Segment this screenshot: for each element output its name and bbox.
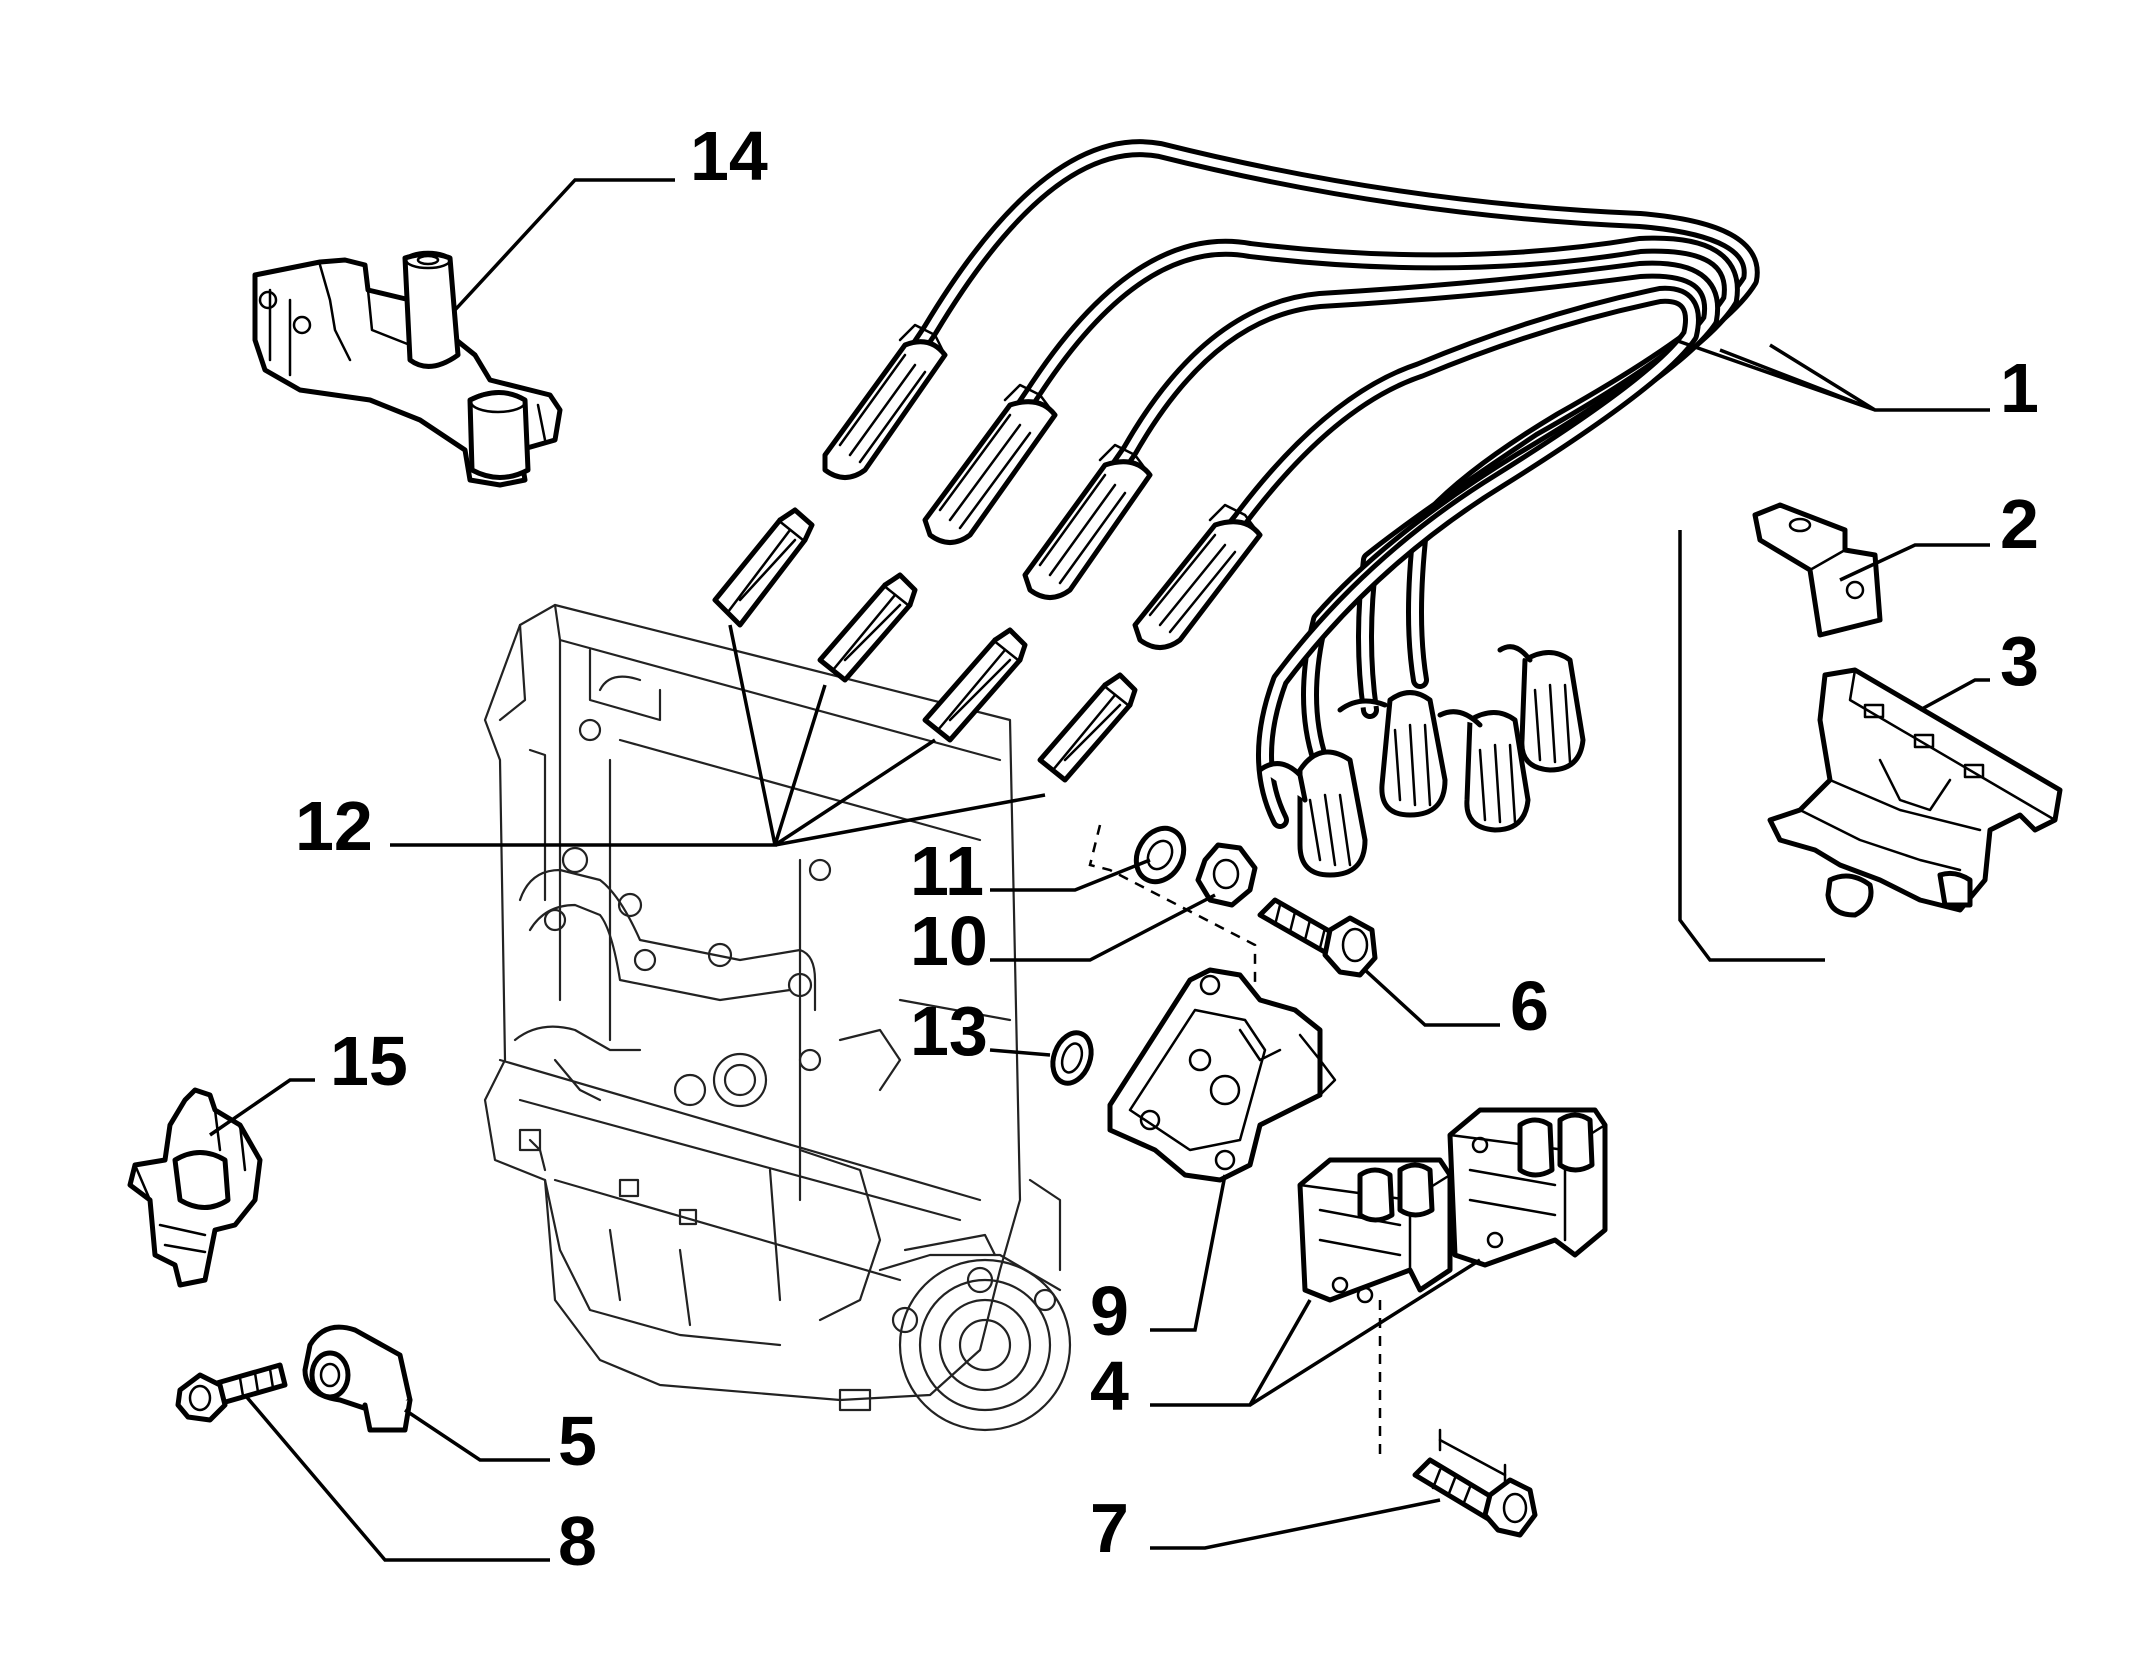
part-1-ignition-wires [822, 139, 1760, 878]
callout-12: 12 [295, 787, 373, 865]
callout-6: 6 [1510, 967, 1549, 1045]
callout-10: 10 [910, 902, 988, 980]
leader-lines [209, 178, 1990, 1562]
spark-plug-4 [1037, 672, 1138, 783]
wire-boot-a [822, 323, 948, 480]
callout-3: 3 [2000, 622, 2039, 700]
spark-plug-3 [922, 627, 1028, 743]
part-9-mounting-plate [1107, 967, 1337, 1183]
part-6-bolt [1257, 897, 1378, 978]
callout-13: 13 [910, 992, 988, 1070]
callout-5: 5 [558, 1402, 597, 1480]
part-8-bolt [175, 1362, 288, 1423]
wire-coil-boots [1257, 644, 1586, 878]
wire-boot-b [922, 383, 1058, 545]
callout-9: 9 [1090, 1272, 1129, 1350]
part-12-spark-plugs [712, 507, 1138, 783]
part-7-screw [1412, 1428, 1538, 1538]
part-10-nut [1195, 842, 1258, 908]
callout-8: 8 [558, 1502, 597, 1580]
callout-15: 15 [330, 1022, 408, 1100]
callout-1: 1 [2000, 349, 2039, 427]
part-11-washer [1133, 825, 1187, 885]
callout-14: 14 [690, 117, 768, 195]
part-3-coil-bracket [1767, 667, 2063, 918]
part-4-ignition-coils [1297, 1107, 1608, 1304]
callout-11: 11 [910, 832, 984, 910]
ignition-coil-front [1297, 1157, 1453, 1304]
callout-7: 7 [1090, 1489, 1129, 1567]
part-15-clip [127, 1087, 263, 1288]
part-2-bracket [1752, 502, 1883, 638]
part-13-ring [1050, 1030, 1094, 1086]
callout-4: 4 [1090, 1347, 1129, 1425]
spark-plug-2 [817, 572, 918, 683]
engine-block [483, 603, 1072, 1432]
callout-2: 2 [2000, 485, 2039, 563]
spark-plug-1 [712, 507, 815, 628]
callout-labels: 1 2 3 4 5 6 7 8 9 10 11 12 13 14 15 [295, 117, 2039, 1580]
part-14-cover [252, 250, 563, 488]
part-5-knock-sensor [302, 1324, 413, 1433]
ignition-coil-rear [1447, 1107, 1608, 1268]
wire-boot-d [1132, 503, 1263, 650]
wire-boot-c [1022, 443, 1153, 600]
alignment-lines [1088, 824, 1382, 1460]
